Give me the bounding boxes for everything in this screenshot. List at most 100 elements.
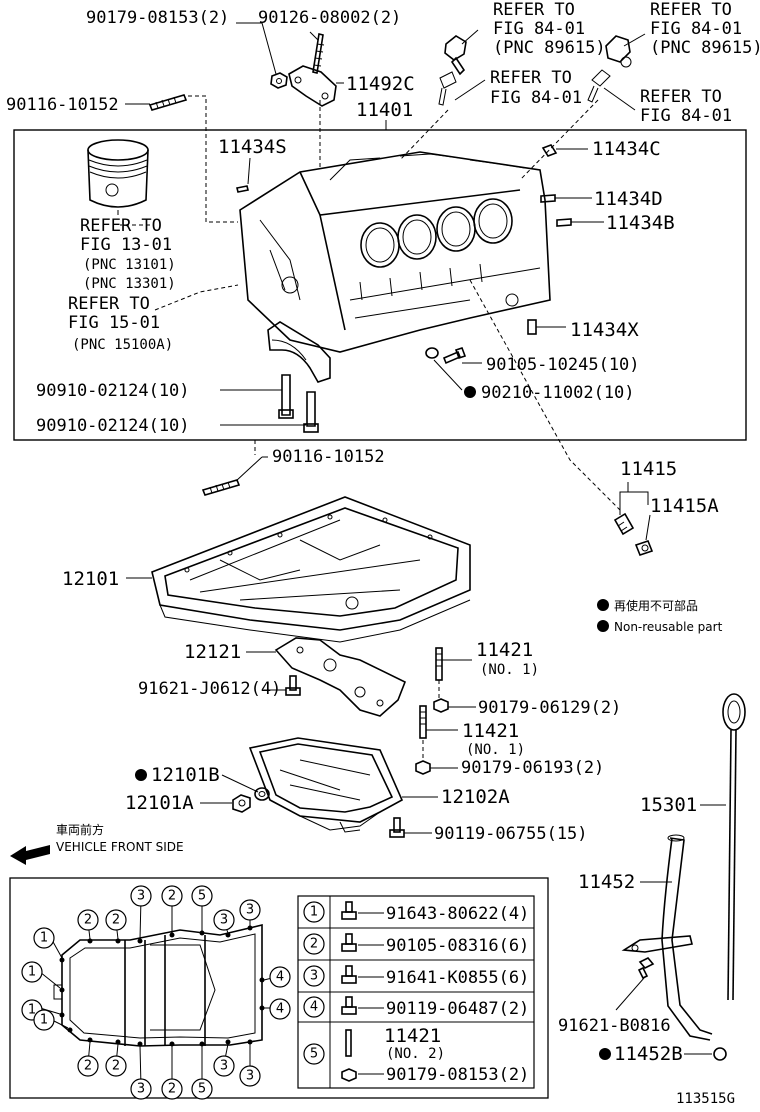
- label-refer-13-2: FIG 13-01: [80, 235, 172, 255]
- bolt-icon: [278, 374, 294, 419]
- callout-3: 3: [239, 1065, 261, 1087]
- bolt-layout-frame: [9, 877, 549, 1099]
- leader-line: [433, 359, 463, 391]
- label-refer-84-b3: (PNC 89615): [650, 38, 760, 58]
- svg-text:1: 1: [40, 931, 48, 946]
- table-part-number: 91643-80622(4): [386, 904, 529, 924]
- label-11415A: 11415A: [650, 495, 719, 517]
- table-part-number: 90119-06487(2): [386, 999, 529, 1019]
- svg-text:3: 3: [137, 1082, 145, 1097]
- label-90910-02124-a: 90910-02124(10): [36, 381, 190, 401]
- label-refer-84-c1: REFER TO: [490, 68, 572, 88]
- callout-2: 2: [161, 1078, 183, 1100]
- washer-icon: [425, 347, 439, 359]
- leader-line: [221, 774, 259, 793]
- callout-1: 1: [33, 927, 55, 949]
- piston-icon: [87, 139, 149, 208]
- pan-bolt-map-icon: [53, 923, 263, 1047]
- leader-line: [235, 456, 263, 482]
- callout-1: 1: [33, 1009, 55, 1031]
- svg-text:2: 2: [168, 1082, 176, 1097]
- label-11452: 11452: [578, 871, 635, 893]
- label-11434C: 11434C: [592, 138, 661, 160]
- drain-plug-icon: [232, 794, 251, 813]
- stud-bolt-icon: [435, 647, 443, 681]
- leader-line: [309, 31, 319, 41]
- svg-text:1: 1: [40, 1013, 48, 1028]
- label-refer-84-d2: FIG 84-01: [640, 106, 732, 126]
- stud-bolt-icon: [419, 705, 427, 739]
- callout-5: 5: [191, 885, 213, 907]
- baffle-plate-icon: [274, 637, 407, 717]
- sensor-fitting-icon: [438, 35, 467, 106]
- leader-line: [247, 157, 251, 185]
- non-reusable-marker: [464, 386, 476, 398]
- svg-text:3: 3: [220, 1059, 228, 1074]
- svg-text:1: 1: [28, 965, 36, 980]
- plug-icon: [556, 218, 572, 227]
- non-reusable-marker: [597, 599, 609, 611]
- stud-bolt-icon: [201, 479, 241, 496]
- front-side-jp: 車両前方: [56, 822, 104, 837]
- bolt-icon: [303, 391, 319, 433]
- bolt-hole-markers: [59, 925, 265, 1047]
- sensor-fitting-icon: [587, 35, 632, 103]
- label-refer-84-b2: FIG 84-01: [650, 19, 742, 39]
- svg-text:3: 3: [220, 913, 228, 928]
- svg-text:3: 3: [310, 969, 318, 984]
- label-90116-10152-top: 90116-10152: [6, 95, 119, 115]
- svg-text:2: 2: [84, 913, 92, 928]
- table-part-number: 91641-K0855(6): [386, 968, 529, 988]
- non-reusable-marker: [597, 620, 609, 632]
- label-11421-a: 11421: [476, 639, 533, 661]
- bolt-icon: [637, 957, 655, 980]
- label-90105-10245: 90105-10245(10): [486, 355, 640, 375]
- svg-text:4: 4: [276, 1002, 284, 1017]
- stud-bolt-icon: [345, 1029, 352, 1057]
- oil-pan-no1-icon: [151, 496, 471, 643]
- svg-text:4: 4: [310, 1000, 318, 1015]
- label-11434B: 11434B: [606, 212, 675, 234]
- svg-text:2: 2: [310, 937, 318, 952]
- dipstick-icon: [722, 693, 746, 1001]
- drain-cock-icon: [634, 540, 654, 556]
- stud-bolt-icon: [312, 33, 325, 74]
- leader-line: [628, 491, 649, 505]
- dowel-pin-icon: [527, 319, 537, 335]
- leader-line: [603, 87, 636, 111]
- label-90119-06755: 90119-06755(15): [434, 824, 588, 844]
- table-part-number: 11421: [384, 1025, 441, 1047]
- callout-3: 3: [213, 1055, 235, 1077]
- label-90210-11002: 90210-11002(10): [481, 383, 635, 403]
- svg-text:3: 3: [246, 903, 254, 918]
- svg-text:5: 5: [310, 1047, 318, 1062]
- leader-line: [623, 33, 646, 47]
- callout-5: 5: [191, 1078, 213, 1100]
- leader-line: [615, 977, 645, 1011]
- label-90179-06129: 90179-06129(2): [478, 698, 621, 718]
- o-ring-icon: [713, 1047, 727, 1061]
- label-refer-84-a2: FIG 84-01: [493, 19, 585, 39]
- table-part-number: 90179-08153(2): [386, 1065, 529, 1085]
- svg-text:2: 2: [112, 1059, 120, 1074]
- leader-line: [454, 79, 486, 101]
- dowel-pin-icon: [236, 185, 249, 193]
- table-row: 2 90105-08316(6): [303, 933, 529, 956]
- label-refer-84-d1: REFER TO: [640, 87, 722, 107]
- plug-icon: [540, 194, 556, 203]
- table-row: 4 90119-06487(2): [303, 996, 529, 1019]
- svg-text:1: 1: [28, 1003, 36, 1018]
- dashed-guide: [469, 279, 621, 511]
- table-part-note: (NO. 2): [386, 1046, 445, 1062]
- label-12101A: 12101A: [125, 792, 194, 814]
- label-11434S: 11434S: [218, 136, 287, 158]
- label-12102A: 12102A: [441, 786, 510, 808]
- table-part-number: 90105-08316(6): [386, 936, 529, 956]
- table-row: 3 91641-K0855(6): [303, 965, 529, 988]
- svg-text:2: 2: [168, 889, 176, 904]
- dashed-guide: [519, 99, 599, 181]
- svg-text:1: 1: [310, 905, 318, 920]
- drain-cock-icon: [613, 512, 635, 536]
- svg-text:2: 2: [84, 1059, 92, 1074]
